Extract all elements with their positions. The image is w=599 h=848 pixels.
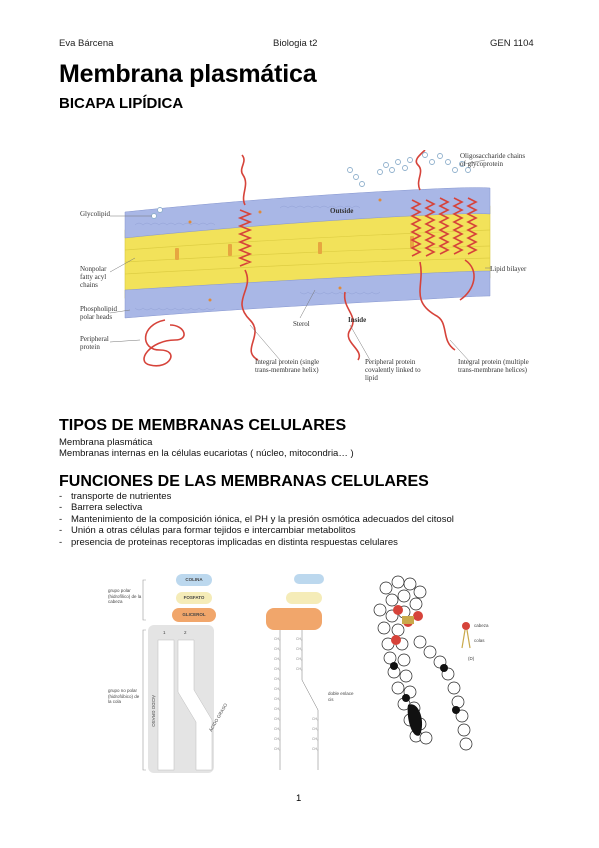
svg-text:CH₂: CH₂ [274, 637, 281, 641]
label-colina: COLINA [185, 577, 203, 582]
label-integral-multiple: Integral protein (multiple trans-membran… [458, 358, 529, 374]
phospholipid-illustration: CH₂ CH₂ CH₂ CH₂ CH₂ CH₂ CH₂ CH₂ CH₂ CH₂ CH₂ CH₂ C… [142, 574, 473, 773]
list-item: -presencia de proteinas receptoras impli… [59, 536, 398, 548]
svg-text:CH₂: CH₂ [312, 737, 319, 741]
tipos-line-2: Membranas internas en la células eucario… [59, 448, 354, 459]
svg-text:CH₂: CH₂ [274, 727, 281, 731]
header-code: GEN 1104 [490, 38, 534, 49]
list-item: -Unión a otras células para formar tejid… [59, 525, 356, 537]
svg-text:CH₂: CH₂ [312, 727, 319, 731]
label-fosfato: FOSFATO [183, 595, 205, 600]
label-sterol: Sterol [293, 320, 310, 328]
label-chain-1: 1 [163, 630, 166, 635]
membrane-figure: Glycolipid Oligosaccharide chains of gly… [80, 149, 530, 395]
list-item: -Mantenimiento de la composición iónica,… [59, 513, 454, 525]
svg-text:CH₂: CH₂ [296, 637, 303, 641]
heading-tipos: TIPOS DE MEMBRANAS CELULARES [59, 417, 347, 434]
svg-text:CH₂: CH₂ [312, 717, 319, 721]
label-inside: Inside [348, 316, 367, 324]
svg-text:CH₂: CH₂ [274, 667, 281, 671]
phospholipid-figure: CH₂ CH₂ CH₂ CH₂ CH₂ CH₂ CH₂ CH₂ CH₂ CH₂ CH₂ CH₂ C… [108, 570, 508, 775]
page-title: Membrana plasmática [59, 60, 317, 88]
label-peripheral-lipid: Peripheral protein covalently linked to … [365, 358, 421, 382]
svg-text:CH₂: CH₂ [274, 687, 281, 691]
label-d: (D) [468, 656, 475, 661]
page-subtitle: BICAPA LIPÍDICA [59, 95, 184, 112]
label-doble-enlace: doble enlace cis [328, 691, 354, 702]
label-integral-single: Integral protein (single trans-membrane … [255, 358, 320, 374]
svg-text:CH₂: CH₂ [274, 747, 281, 751]
label-nonpolar: Nonpolar fatty acyl chains [80, 265, 107, 289]
list-item: -Barrera selectiva [59, 502, 143, 514]
funciones-list: -transporte de nutrientes -Barrera selec… [59, 491, 454, 548]
svg-text:CH₂: CH₂ [274, 647, 281, 651]
header-author: Eva Bárcena [59, 38, 114, 49]
svg-text:CH₂: CH₂ [312, 747, 319, 751]
label-colas: colas [474, 638, 485, 643]
svg-text:CH₂: CH₂ [296, 657, 303, 661]
label-polar-group: grupo polar (hidrofílico) de la cabeza [108, 588, 142, 604]
svg-text:CH₂: CH₂ [274, 657, 281, 661]
page-number: 1 [296, 793, 302, 804]
label-cabeza: cabeza [474, 623, 489, 628]
svg-text:CH₂: CH₂ [274, 707, 281, 711]
list-item: -transporte de nutrientes [59, 491, 172, 502]
header-subject: Biologia t2 [273, 38, 318, 49]
svg-text:CH₂: CH₂ [274, 697, 281, 701]
label-oligosaccharide: Oligosaccharide chains of glycoprotein [460, 152, 526, 168]
label-glycolipid: Glycolipid [80, 210, 110, 218]
label-chain-2: 2 [184, 630, 187, 635]
svg-text:CH₂: CH₂ [274, 737, 281, 741]
label-lipid-bilayer: Lipid bilayer [490, 265, 527, 273]
label-phospholipid: Phospholipid polar heads [80, 305, 117, 321]
svg-text:CH₂: CH₂ [274, 677, 281, 681]
label-outside: Outside [330, 207, 354, 215]
svg-text:CH₂: CH₂ [296, 667, 303, 671]
heading-funciones: FUNCIONES DE LAS MEMBRANAS CELULARES [59, 473, 429, 490]
label-glicerol: GLICEROL [182, 612, 206, 617]
lipid-bilayer-illustration [109, 149, 492, 367]
svg-text:CH₂: CH₂ [274, 717, 281, 721]
svg-text:CH₂: CH₂ [296, 647, 303, 651]
label-peripheral: Peripheral protein [80, 335, 109, 351]
label-nonpolar-group: grupo no polar (hidrofóbico) de la cola [108, 688, 140, 704]
label-acido-graso-1: ÁCIDO GRASO [151, 695, 156, 727]
tipos-line-1: Membrana plasmática [59, 437, 153, 448]
